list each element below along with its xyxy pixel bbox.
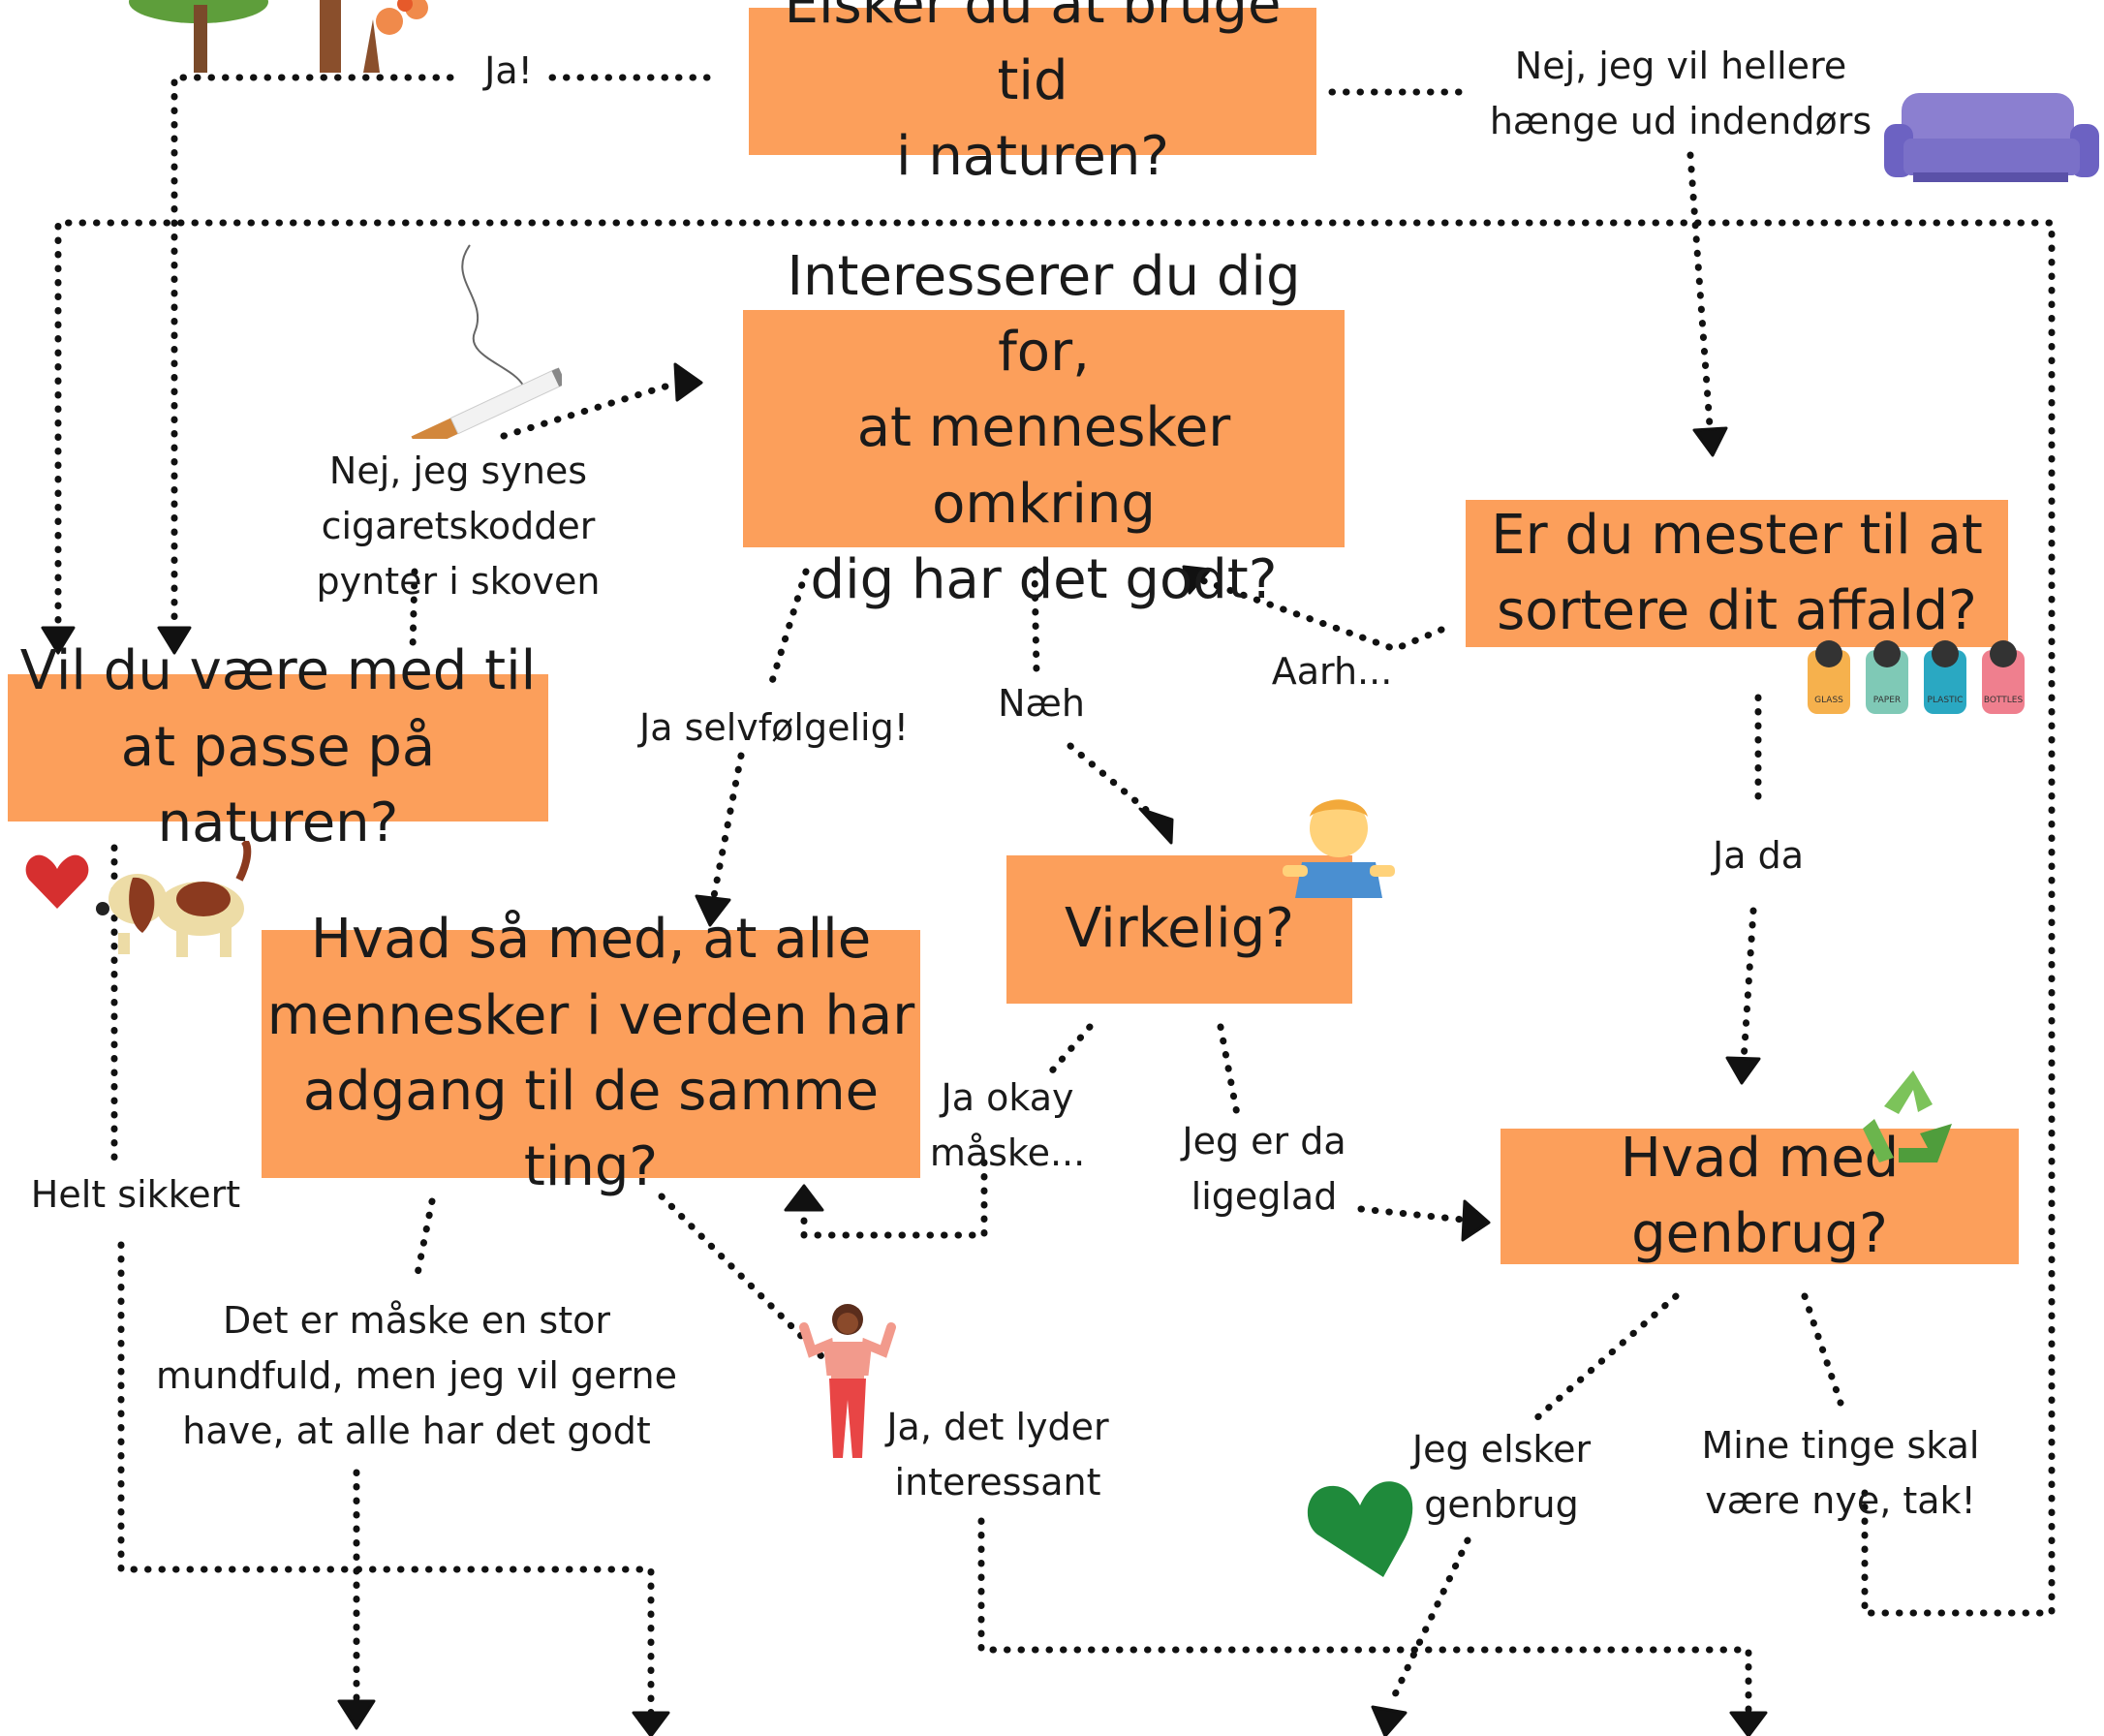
red-heart-icon — [25, 854, 89, 909]
question-recycling: Hvad med genbrug? — [1501, 1127, 2019, 1265]
label-ja-da: Ja da — [1713, 834, 1804, 877]
connector-of-course-b — [710, 752, 745, 900]
arrowhead-protect-right — [157, 626, 192, 655]
label-sure: Helt sikkert — [30, 1173, 241, 1216]
label-of-course: Ja selvfølgelig! — [639, 706, 909, 749]
label-cigarettes: Nej, jeg synes cigaretskodder pynter i s… — [316, 450, 601, 603]
arrowhead-care — [673, 362, 703, 402]
label-nah: Næh — [998, 682, 1085, 725]
connector-sure-b — [117, 1241, 655, 1717]
cigarette-icon — [411, 244, 562, 439]
arrowhead-bottom-1 — [337, 1699, 376, 1730]
arrowhead-bottom-2 — [632, 1711, 670, 1736]
arrowhead-bottom-4 — [1729, 1711, 1768, 1736]
arrowhead-care-back — [1182, 565, 1212, 595]
connector-love-recycling-b — [1386, 1536, 1471, 1709]
arrowhead-protect-left — [41, 626, 76, 655]
connector-dont-care-b — [1357, 1205, 1476, 1224]
connector-top-loop — [54, 219, 2056, 1617]
connector-nah-b — [1067, 742, 1155, 818]
connector-ja-okay-b — [800, 1159, 988, 1239]
label-big-mouthful: Det er måske en stor mundfuld, men jeg v… — [156, 1299, 677, 1452]
connector-nah-a — [1031, 566, 1040, 677]
strong-woman-icon — [799, 1304, 896, 1458]
connector-big-mouthful-a — [413, 1197, 436, 1283]
sofa-icon — [1884, 93, 2099, 182]
label-no-indoors: Nej, jeg vil hellere hænge ud indendørs — [1489, 45, 1872, 142]
label-aarh: Aarh... — [1271, 650, 1393, 693]
connector-indoors-b — [1686, 151, 1714, 430]
arrowhead-sort — [1692, 426, 1728, 457]
question-care-for-others: Interesserer du dig for, at mennesker om… — [743, 245, 1345, 611]
shrug-person-icon — [1283, 799, 1395, 898]
label-ja-okay: Ja okay måske... — [929, 1076, 1086, 1174]
label-dont-care: Jeg er da ligeglad — [1182, 1120, 1346, 1218]
bin-label-plastic: PLASTIC — [1928, 696, 1964, 705]
connector-love-recycling-a — [1532, 1292, 1680, 1423]
connector-of-course-a — [766, 568, 810, 692]
arrowhead-bottom-3 — [1371, 1705, 1408, 1736]
recycling-bins-icon: GLASS PAPER PLASTIC BOTTLES — [1808, 640, 2025, 714]
question-equal-access: Hvad så med, at alle mennesker i verden … — [262, 908, 920, 1198]
connector-aarh — [1195, 575, 1445, 653]
connector-ja-da-b — [1740, 907, 1757, 1065]
question-really: Virkelig? — [1006, 855, 1352, 1004]
label-new-things: Mine tinge skal være nye, tak! — [1701, 1424, 1980, 1522]
connector-new-things — [1801, 1292, 1844, 1407]
bin-label-bottles: BOTTLES — [1984, 696, 2024, 705]
connector-ja-okay-a — [1044, 1023, 1094, 1079]
arrowhead-really — [1138, 807, 1174, 845]
connector-dont-care-a — [1217, 1023, 1241, 1118]
bin-label-glass: GLASS — [1814, 696, 1843, 705]
green-heart-icon — [1307, 1481, 1413, 1577]
label-interesting: Ja, det lyder interessant — [886, 1406, 1109, 1504]
arrowhead-equal — [695, 894, 731, 927]
connector-cigarettes-down — [409, 568, 418, 653]
recycle-symbol-icon — [1863, 1070, 1952, 1162]
label-love-recycling: Jeg elsker genbrug — [1411, 1428, 1592, 1526]
arrowhead-equal-back — [784, 1184, 824, 1212]
question-sort-waste: Er du mester til at sortere dit affald? — [1466, 500, 2008, 647]
label-yes: Ja! — [484, 49, 533, 92]
arrowhead-recycle-left — [1461, 1199, 1491, 1242]
question-protect-nature: Vil du være med til at passe på naturen? — [8, 639, 548, 854]
connector-cigarettes — [500, 379, 682, 440]
question-nature: Elsker du at bruge tid i naturen? — [749, 0, 1316, 188]
connector-interesting-b — [977, 1517, 1752, 1717]
arrowhead-recycle-top — [1725, 1056, 1761, 1085]
dog-icon — [96, 841, 252, 957]
trees-icon — [129, 0, 428, 73]
bin-label-paper: PAPER — [1873, 696, 1901, 705]
